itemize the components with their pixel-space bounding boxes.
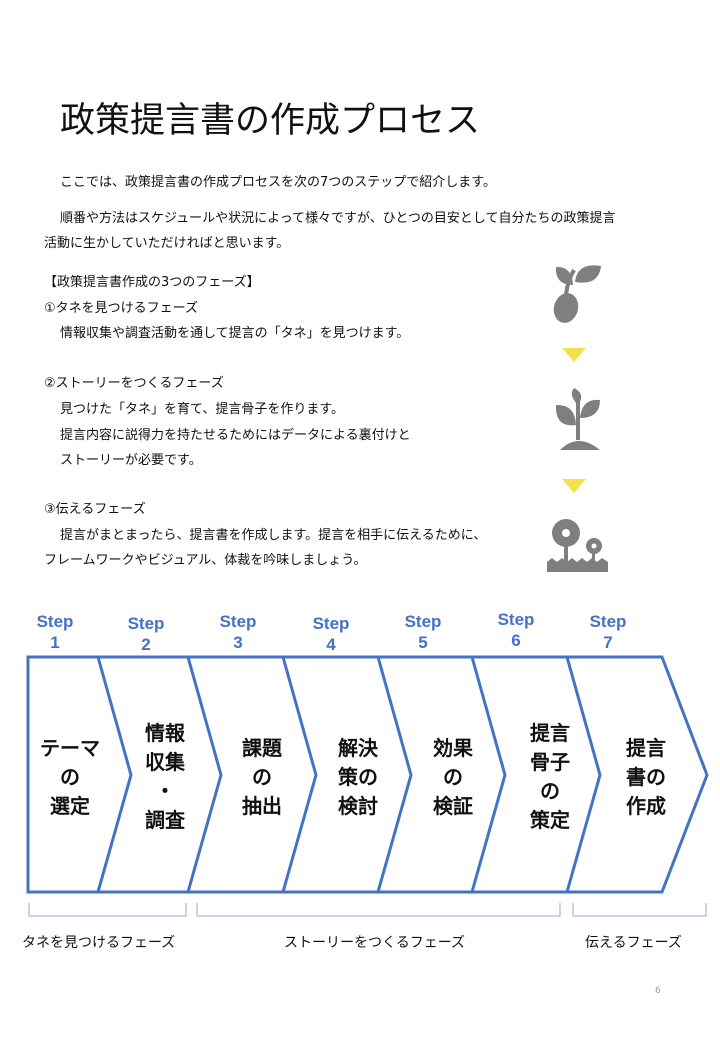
step-word: Step xyxy=(127,614,165,633)
phase-label: 伝えるフェーズ xyxy=(585,935,682,951)
step-text-line: 課題 xyxy=(242,735,282,760)
chevron-divider xyxy=(565,656,602,893)
step-text-line: の xyxy=(60,764,80,789)
phase-desc: ストーリーが必要です。 xyxy=(60,453,202,468)
step-word: Step xyxy=(36,612,74,631)
step-text-line: 書の xyxy=(626,764,666,789)
chevron-divider xyxy=(376,656,413,893)
down-arrow-icon xyxy=(562,348,586,362)
step-text-line: 策の xyxy=(338,764,378,789)
step-word: Step xyxy=(404,612,442,631)
step-word: Step xyxy=(497,610,535,629)
plant-icon xyxy=(555,388,600,450)
intro-line: ここでは、政策提言書の作成プロセスを次の7つのステップで紹介します。 xyxy=(60,175,496,190)
step-number: 6 xyxy=(511,631,521,650)
page-title: 政策提言書の作成プロセス xyxy=(60,101,481,141)
step-box-text: 情報収集・調査 xyxy=(130,719,200,835)
step-text-line: の xyxy=(540,779,560,803)
step-box-text: 提言骨子の策定 xyxy=(515,719,585,835)
phase-title: ③伝えるフェーズ xyxy=(44,502,146,517)
step-word: Step xyxy=(219,612,257,631)
step-box-text: 課題の抽出 xyxy=(227,734,297,821)
flowers-icon xyxy=(547,519,608,572)
phase-desc: 情報収集や調査活動を通して提言の「タネ」を見つけます。 xyxy=(60,326,410,341)
phase-bracket xyxy=(196,903,561,917)
step-text-line: ・ xyxy=(155,779,175,803)
step-text-line: 検討 xyxy=(338,793,378,818)
phase-label: タネを見つけるフェーズ xyxy=(22,935,176,951)
phase-desc: フレームワークやビジュアル、体裁を吟味しましょう。 xyxy=(44,553,367,568)
down-arrow-icon xyxy=(562,479,586,493)
phase-desc: 見つけた「タネ」を育て、提言骨子を作ります。 xyxy=(60,402,345,417)
step-number: 3 xyxy=(233,633,243,652)
chevron-outline xyxy=(26,655,709,894)
step-text-line: 提言 xyxy=(626,735,666,760)
step-label: Step 6 xyxy=(486,609,546,651)
step-number: 5 xyxy=(418,633,428,652)
chevron-divider xyxy=(470,656,507,893)
step-label: Step 3 xyxy=(208,611,268,653)
step-number: 7 xyxy=(603,633,613,652)
step-text-line: 収集 xyxy=(145,750,185,774)
phase-brackets xyxy=(28,903,707,917)
step-word: Step xyxy=(589,612,627,631)
page-number: 6 xyxy=(655,986,661,996)
phase-desc: 提言がまとまったら、提言書を作成します。提言を相手に伝えるために、 xyxy=(60,528,487,543)
step-text-line: の xyxy=(443,764,463,789)
chevron-divider xyxy=(96,656,133,893)
phase-title: ①タネを見つけるフェーズ xyxy=(44,301,199,316)
step-text-line: 効果 xyxy=(433,735,473,760)
step-label: Step 4 xyxy=(301,613,361,655)
step-box-text: 効果の検証 xyxy=(418,734,488,821)
step-number: 1 xyxy=(50,633,60,652)
step-box-text: テーマの選定 xyxy=(35,734,105,821)
step-text-line: 作成 xyxy=(626,793,666,818)
step-label: Step 5 xyxy=(393,611,453,653)
step-text-line: 調査 xyxy=(145,808,185,832)
step-number: 2 xyxy=(141,635,151,654)
step-box-text: 解決策の検討 xyxy=(323,734,393,821)
step-word: Step xyxy=(312,614,350,633)
phase-desc: 提言内容に説得力を持たせるためにはデータによる裏付けと xyxy=(60,428,411,443)
phase-title: ②ストーリーをつくるフェーズ xyxy=(44,376,224,391)
step-text-line: 解決 xyxy=(338,735,378,760)
step-number: 4 xyxy=(326,635,336,654)
step-text-line: 骨子 xyxy=(530,750,570,774)
step-text-line: 検証 xyxy=(433,793,473,818)
phases-heading: 【政策提言書作成の3つのフェーズ】 xyxy=(44,275,260,290)
step-label: Step 2 xyxy=(116,613,176,655)
step-text-line: テーマ xyxy=(40,735,100,760)
phase-bracket xyxy=(572,903,707,917)
intro-line: 活動に生かしていただければと思います。 xyxy=(44,236,290,251)
chevron-divider xyxy=(186,656,223,893)
step-text-line: 情報 xyxy=(145,721,185,745)
phase-bracket xyxy=(28,903,187,917)
chevron-divider xyxy=(281,656,318,893)
step-label: Step 7 xyxy=(578,611,638,653)
phase-label: ストーリーをつくるフェーズ xyxy=(284,935,466,951)
step-text-line: 抽出 xyxy=(242,793,282,818)
step-text-line: 策定 xyxy=(530,808,570,832)
step-box-text: 提言書の作成 xyxy=(611,734,681,821)
intro-line: 順番や方法はスケジュールや状況によって様々ですが、ひとつの目安として自分たちの政… xyxy=(60,211,616,226)
step-label: Step 1 xyxy=(25,611,85,653)
step-text-line: 提言 xyxy=(530,721,570,745)
step-text-line: 選定 xyxy=(50,793,90,818)
step-text-line: の xyxy=(252,764,272,789)
sprout-icon xyxy=(553,265,601,323)
process-chevrons xyxy=(26,655,709,894)
